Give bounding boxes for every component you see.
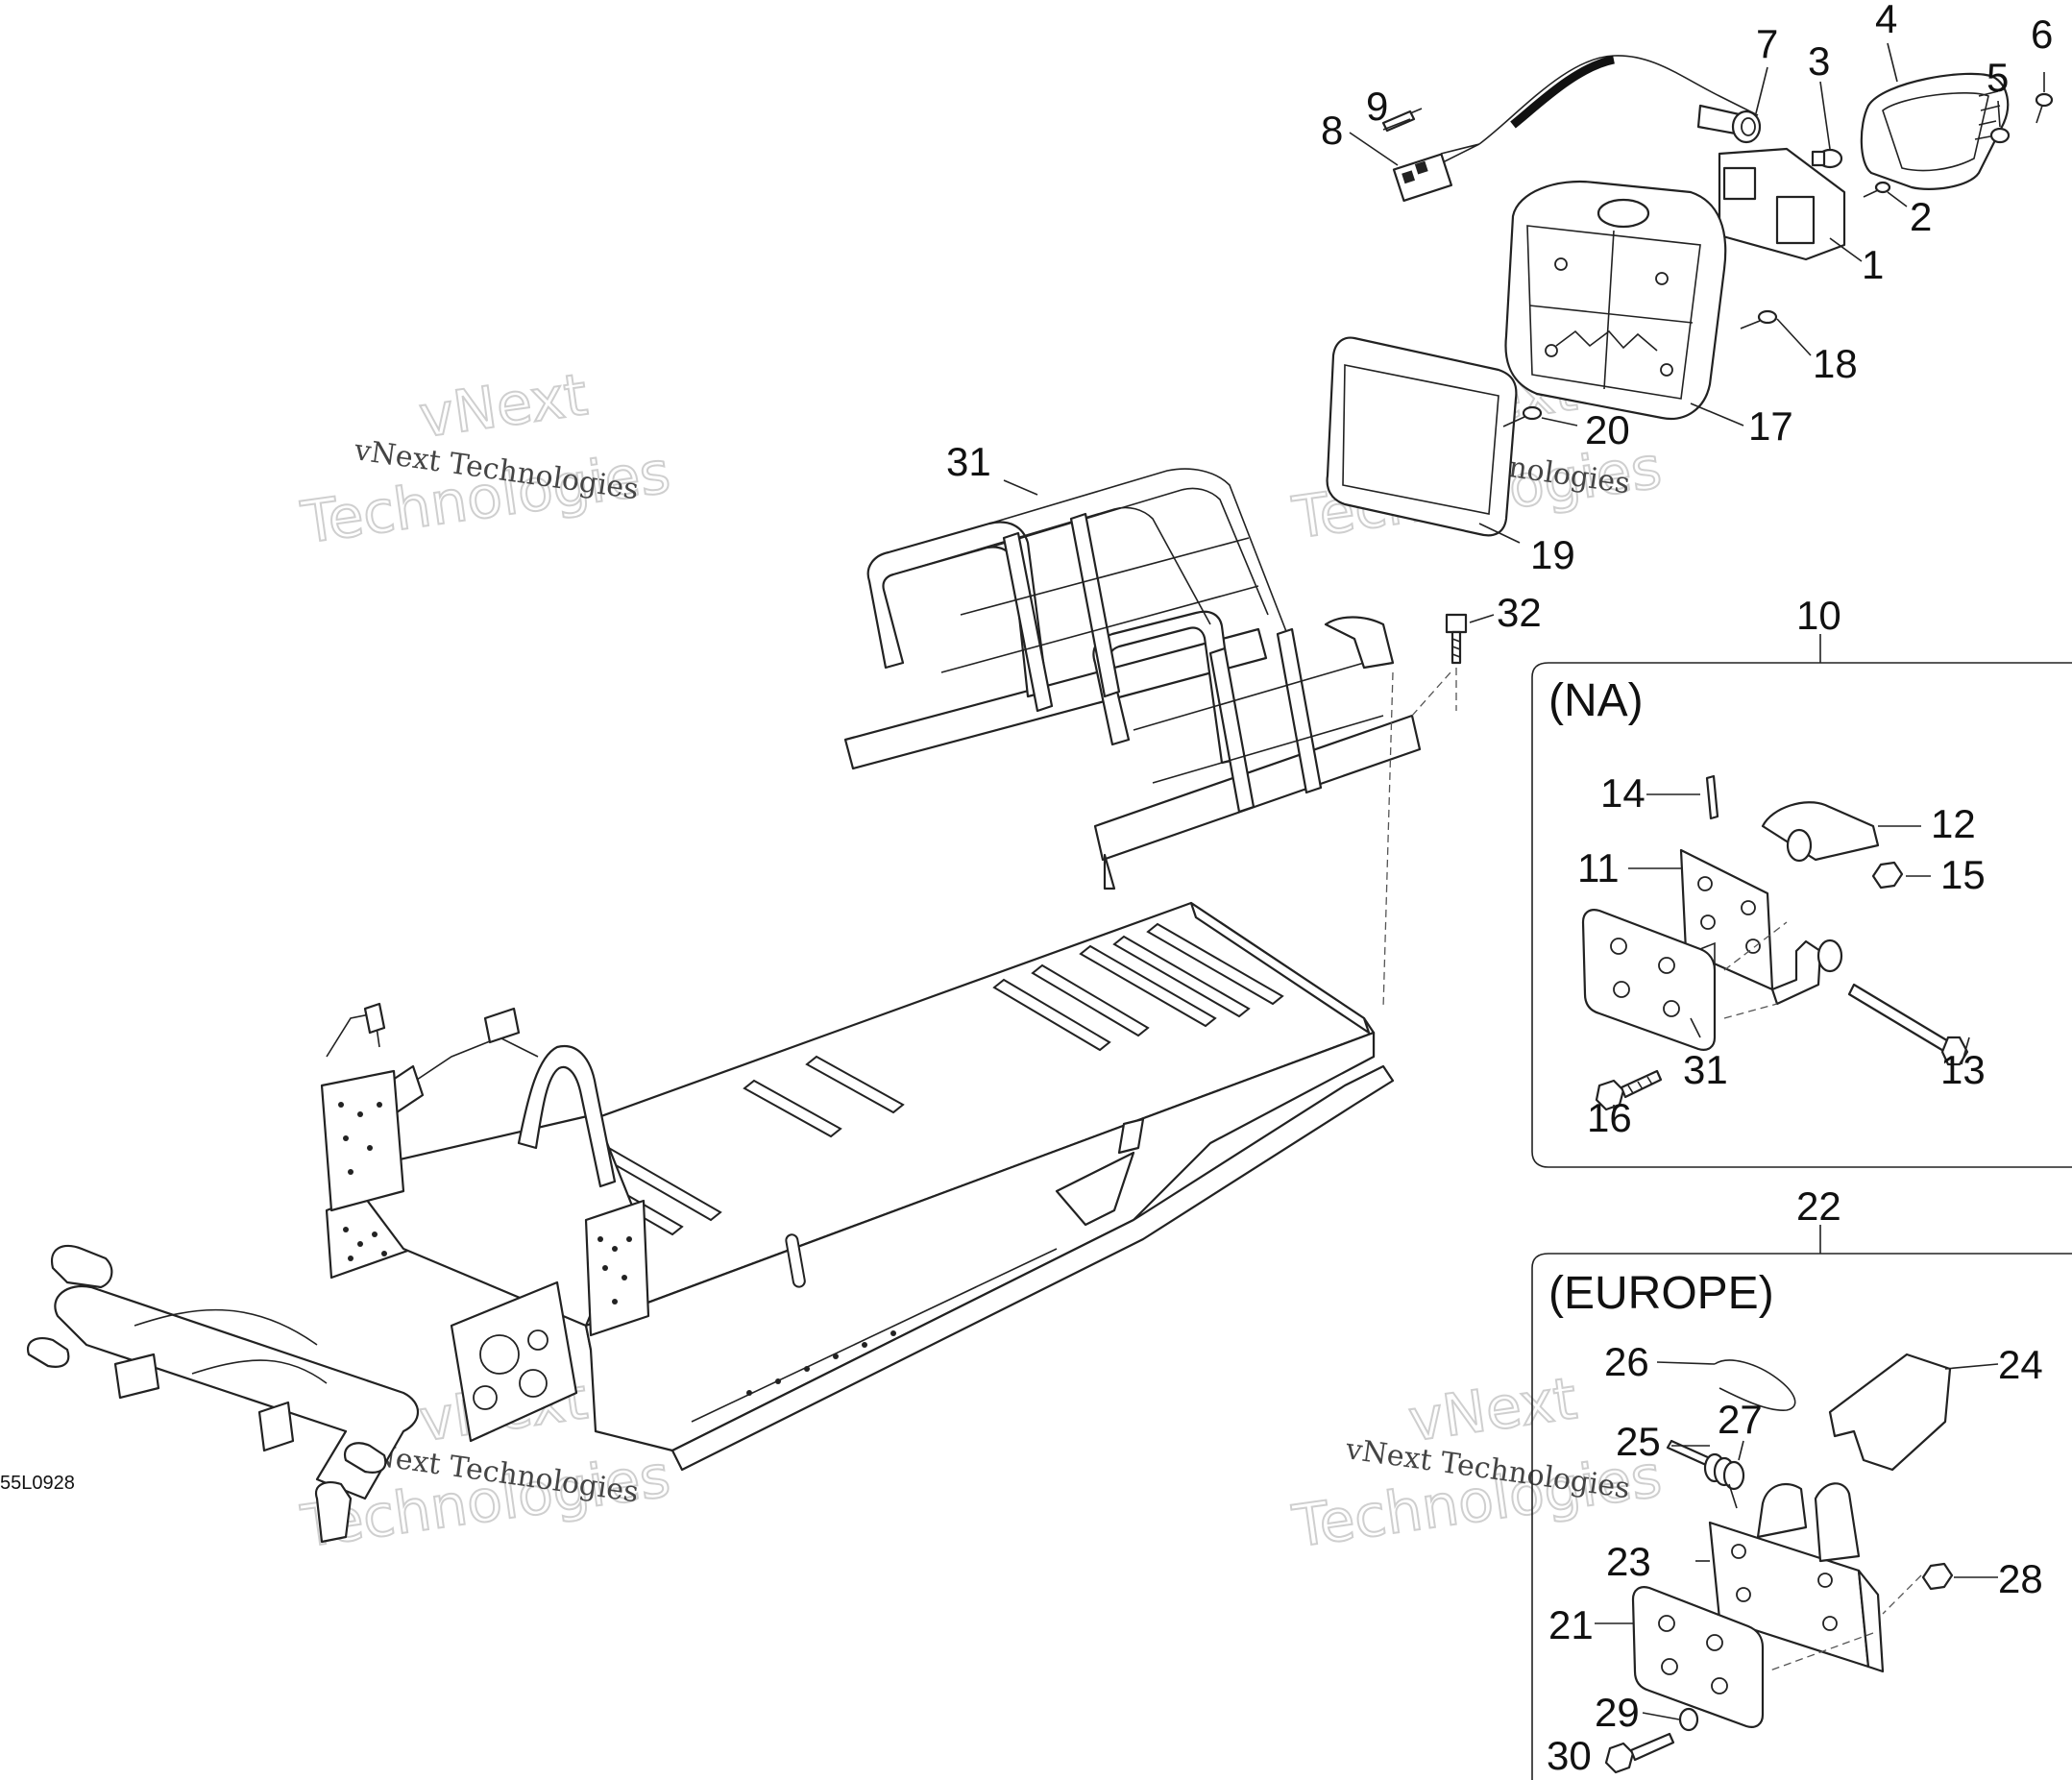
- callout-31-plate: 31: [1683, 1047, 1728, 1092]
- callout-1: 1: [1862, 242, 1884, 287]
- nut-15: [1871, 861, 1904, 890]
- callout-13: 13: [1940, 1047, 1986, 1092]
- callout-29: 29: [1595, 1690, 1640, 1735]
- callout-8: 8: [1321, 108, 1343, 153]
- europe-frame: [1531, 1253, 2072, 1780]
- bracket-24: [1828, 1353, 1952, 1472]
- mounting-plate-1: [1718, 147, 1846, 261]
- callout-9: 9: [1366, 84, 1388, 129]
- callout-14: 14: [1600, 770, 1645, 816]
- screw-6: [2035, 92, 2054, 124]
- callout-18: 18: [1813, 341, 1858, 386]
- callout-19: 19: [1530, 532, 1575, 577]
- region-title-na: (NA): [1548, 675, 1644, 726]
- na-frame-bottom: [1531, 1151, 2072, 1168]
- callout-30: 30: [1547, 1733, 1592, 1778]
- screw-20: [1502, 405, 1543, 427]
- callout-20: 20: [1585, 407, 1630, 452]
- wire-sleeve: [1510, 55, 1616, 129]
- callout-15: 15: [1940, 852, 1986, 897]
- wire-harness: [1478, 55, 1759, 145]
- bolt-30: [1604, 1732, 1675, 1774]
- screw-2: [1863, 181, 1891, 198]
- callout-21: 21: [1548, 1602, 1594, 1647]
- taillight-assembly: [1326, 55, 2054, 537]
- bolt-32: [1445, 613, 1468, 665]
- bolt-13: [1847, 983, 1969, 1066]
- watermark-big-1: vNext: [1404, 1365, 1580, 1455]
- callout-22: 22: [1796, 1183, 1841, 1229]
- bulb-3: [1811, 148, 1843, 169]
- region-na: (NA): [1531, 634, 2072, 1168]
- region-europe: (EUROPE): [1531, 1225, 2072, 1780]
- reflector-19: [1326, 336, 1518, 537]
- callout-25: 25: [1616, 1419, 1661, 1464]
- watermark-big-1: vNext: [415, 361, 591, 451]
- side-slot: [785, 1233, 806, 1288]
- spring-27: [1703, 1452, 1745, 1509]
- housing-17: [1504, 181, 1727, 421]
- bolt-16: [1595, 1069, 1663, 1111]
- callout-17: 17: [1748, 403, 1793, 449]
- callout-2: 2: [1910, 194, 1932, 239]
- lens-4: [1860, 72, 2010, 190]
- assembly-lines: [1382, 668, 1457, 1010]
- callout-27: 27: [1718, 1397, 1763, 1442]
- side-panel-holes: [338, 1102, 382, 1175]
- callout-4: 4: [1875, 0, 1897, 41]
- region-title-europe: (EUROPE): [1548, 1268, 1774, 1319]
- reflector-plate-31: [1581, 909, 1717, 1051]
- reflector-plate-21: [1631, 1586, 1765, 1728]
- washer-29: [1678, 1707, 1699, 1732]
- callout-23: 23: [1606, 1539, 1651, 1584]
- watermark-bottom-right: vNext Technologies vNext Technologies: [1287, 1364, 1666, 1562]
- callout-24: 24: [1998, 1342, 2043, 1387]
- cotter-pin-14: [1705, 774, 1719, 820]
- callout-5: 5: [1987, 55, 2009, 100]
- chassis-frame: [26, 901, 1395, 1544]
- callout-12: 12: [1931, 801, 1976, 846]
- callouts: 1 2 3 4 5 6 7 8 9 10 11 12 13 14 15 16 1…: [946, 0, 2053, 1778]
- hitch-plate-23: [1708, 1482, 1885, 1673]
- washer-5: [1989, 127, 2011, 144]
- pin-25: [1666, 1439, 1712, 1467]
- screw-18: [1740, 309, 1778, 329]
- bulkhead-holes: [343, 1227, 896, 1396]
- socket-7: [1696, 104, 1762, 144]
- na-frame: [1531, 662, 2072, 1152]
- callout-10: 10: [1796, 593, 1841, 638]
- callout-3: 3: [1808, 38, 1830, 84]
- rear-rack-31: [843, 468, 1422, 890]
- callout-7: 7: [1756, 21, 1778, 66]
- callout-11: 11: [1577, 845, 1620, 890]
- hairpin-26: [1714, 1359, 1796, 1411]
- callout-26: 26: [1604, 1339, 1649, 1384]
- callout-6: 6: [2031, 12, 2053, 57]
- callout-31-rack: 31: [946, 439, 991, 484]
- drawing-number: 55L0928: [0, 1473, 75, 1494]
- callout-32: 32: [1497, 590, 1542, 635]
- callout-28: 28: [1998, 1556, 2043, 1601]
- leader-lines: [1003, 42, 2045, 1720]
- connector-8: [1392, 153, 1453, 202]
- callout-16: 16: [1587, 1095, 1632, 1140]
- nut-28: [1921, 1562, 1954, 1591]
- watermark-top-left: vNext Technologies vNext Technologies: [296, 360, 674, 558]
